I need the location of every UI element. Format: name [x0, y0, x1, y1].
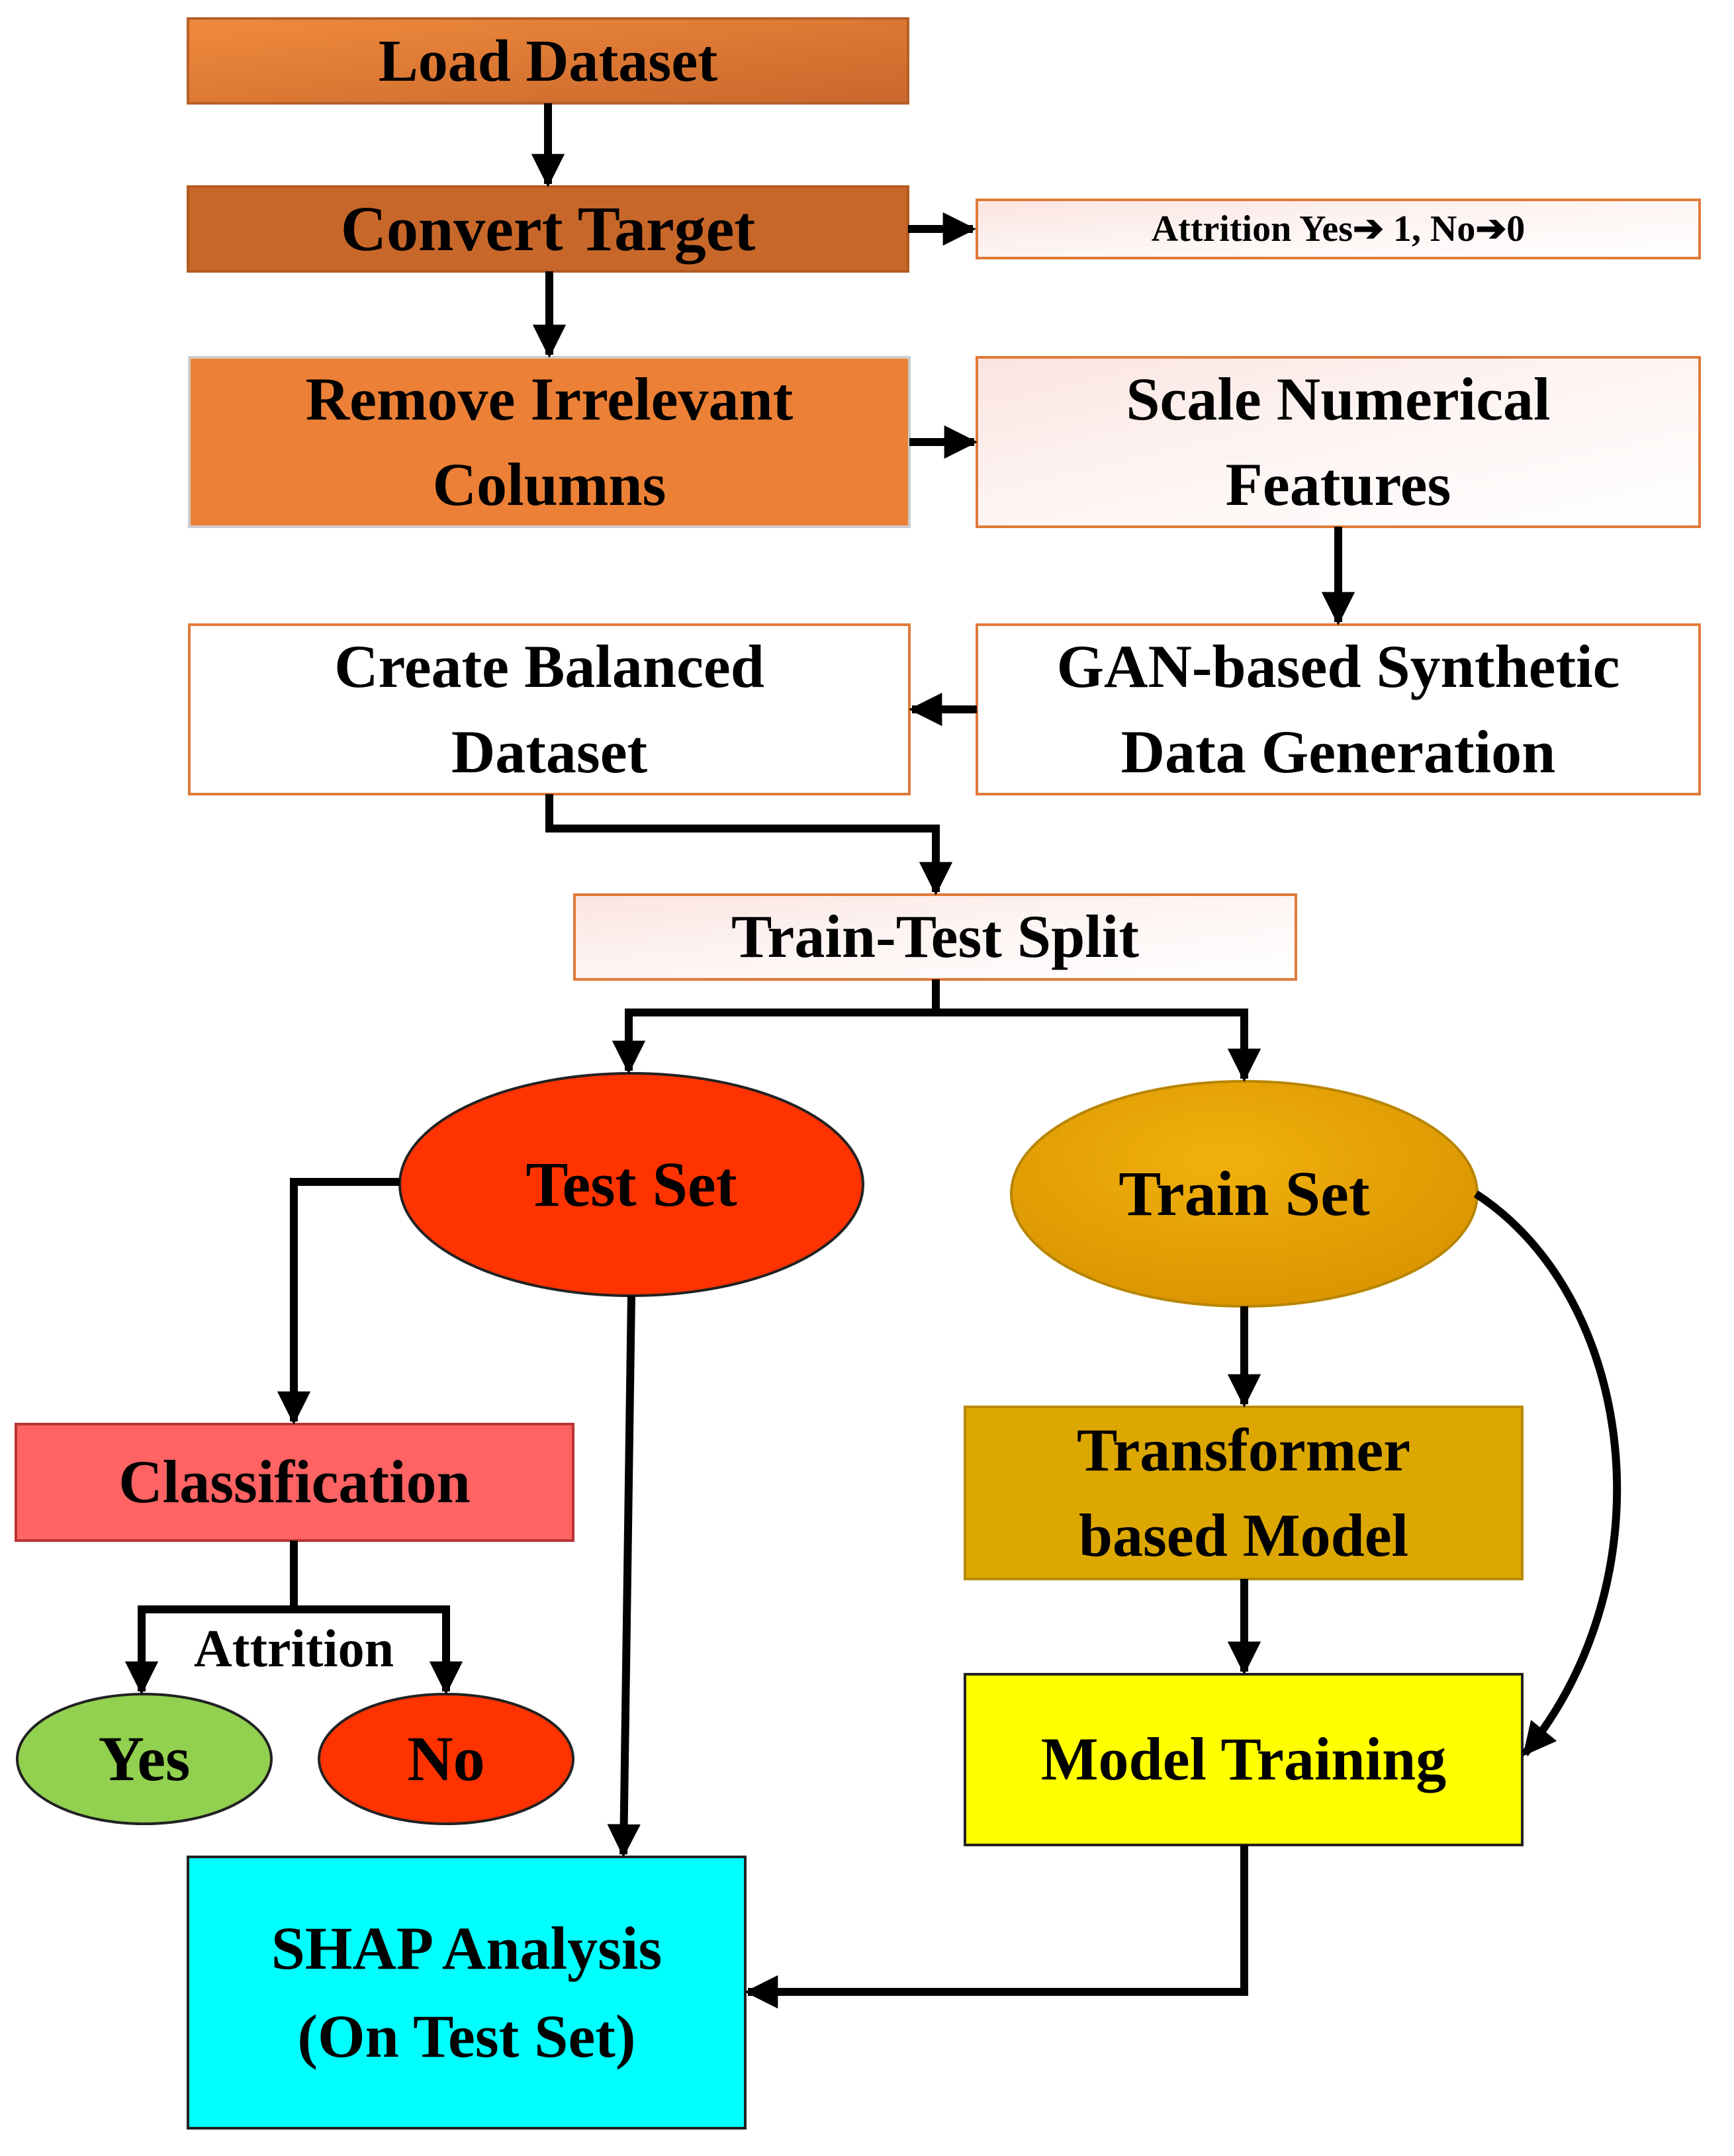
train-test-split-label: Train-Test Split — [731, 903, 1139, 971]
arrow-classification-to-yes — [124, 1605, 294, 1695]
gan-generation-label: GAN-based Synthetic Data Generation — [1056, 633, 1620, 786]
transformer-model-label: Transformer based Model — [1076, 1416, 1411, 1569]
shap-analysis-label: SHAP Analysis (On Test Set) — [271, 1914, 662, 2070]
attrition-mapping-box — [976, 199, 1701, 259]
convert-target-box — [187, 185, 909, 273]
gan-generation-box — [976, 623, 1701, 795]
arrow-test-to-classification — [277, 1178, 400, 1425]
load-dataset-box — [187, 17, 909, 105]
arrow-balanced-to-split — [545, 794, 953, 896]
remove-columns-box — [188, 356, 911, 528]
scale-features-label: Scale Numerical Features — [1126, 365, 1551, 518]
train-test-split-box — [573, 893, 1297, 981]
load-dataset-label: Load Dataset — [378, 28, 718, 94]
arrow-classification-to-no — [294, 1605, 463, 1695]
test-set-label: Test Set — [525, 1148, 737, 1220]
arrow-test-to-shap — [607, 1295, 641, 1858]
attrition-mapping-label: Attrition Yes➔ 1, No➔0 — [1151, 208, 1526, 249]
create-balanced-box — [188, 623, 911, 795]
classification-label: Classification — [118, 1448, 471, 1516]
create-balanced-label: Create Balanced Dataset — [334, 633, 764, 786]
model-training-label: Model Training — [1040, 1725, 1447, 1793]
train-set-label: Train Set — [1118, 1157, 1370, 1229]
attrition-label: Attrition — [193, 1620, 394, 1678]
arrow-train-to-training-curve — [1473, 1190, 1621, 1756]
scale-features-box — [976, 356, 1701, 528]
transformer-model-box — [964, 1406, 1524, 1580]
yes-label: Yes — [98, 1723, 191, 1794]
arrow-split-to-test — [612, 1009, 936, 1075]
arrow-training-to-shap — [744, 1845, 1248, 2009]
model-training-box — [964, 1673, 1524, 1846]
shap-analysis-box — [187, 1856, 747, 2130]
convert-target-label: Convert Target — [340, 193, 756, 264]
arrow-split-to-train — [936, 1009, 1261, 1083]
no-label: No — [407, 1723, 485, 1794]
remove-columns-label: Remove Irrelevant Columns — [305, 365, 794, 518]
